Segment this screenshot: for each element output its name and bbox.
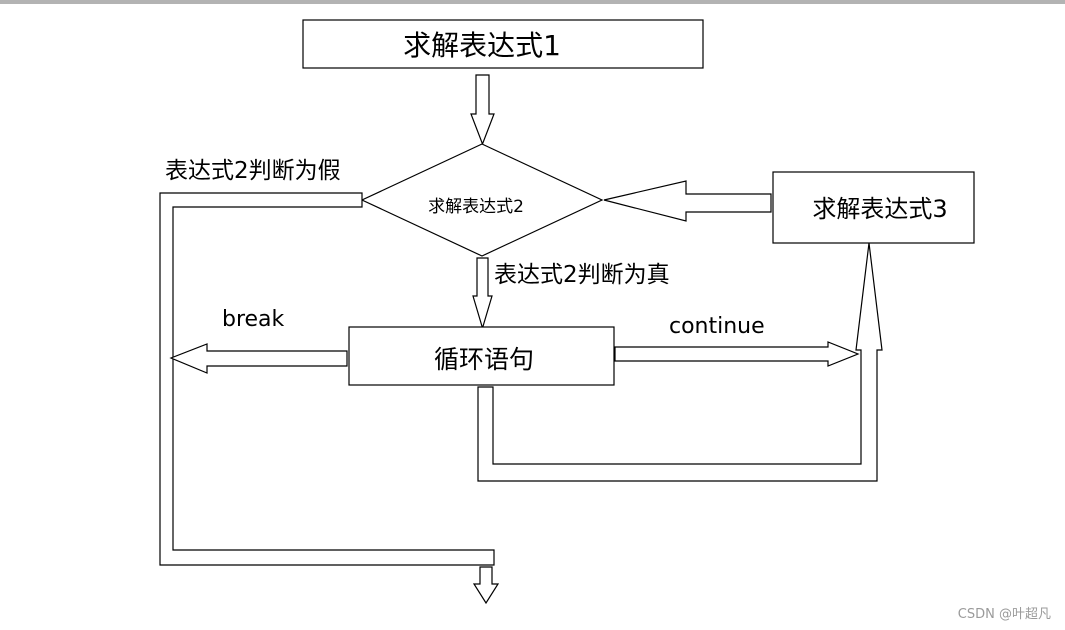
- exit-arrow: [472, 566, 500, 605]
- continue-arrow: [614, 341, 860, 367]
- break-arrow: [169, 343, 348, 374]
- expr2-label: 求解表达式2: [428, 197, 524, 217]
- expr1-box: [302, 19, 704, 69]
- break-label: break: [222, 307, 285, 332]
- loop-back-pipe: [477, 242, 883, 482]
- expr3-box: [772, 171, 975, 244]
- expr1-label: 求解表达式1: [403, 29, 561, 62]
- loop-label: 循环语句: [434, 345, 534, 374]
- arrow-condition-to-loop: [472, 257, 493, 331]
- watermark: CSDN @叶超凡: [957, 607, 1051, 622]
- arrow-expr3-to-condition: [603, 180, 772, 222]
- continue-label: continue: [669, 314, 765, 339]
- condition-diamond: [360, 143, 604, 257]
- arrow-expr1-to-condition: [470, 74, 495, 146]
- true-branch-label: 表达式2判断为真: [494, 262, 670, 288]
- false-branch-pipe: [159, 192, 495, 566]
- expr3-label: 求解表达式3: [812, 195, 947, 223]
- false-branch-label: 表达式2判断为假: [165, 158, 341, 184]
- loop-box: [348, 326, 615, 386]
- top-border: [0, 0, 1065, 4]
